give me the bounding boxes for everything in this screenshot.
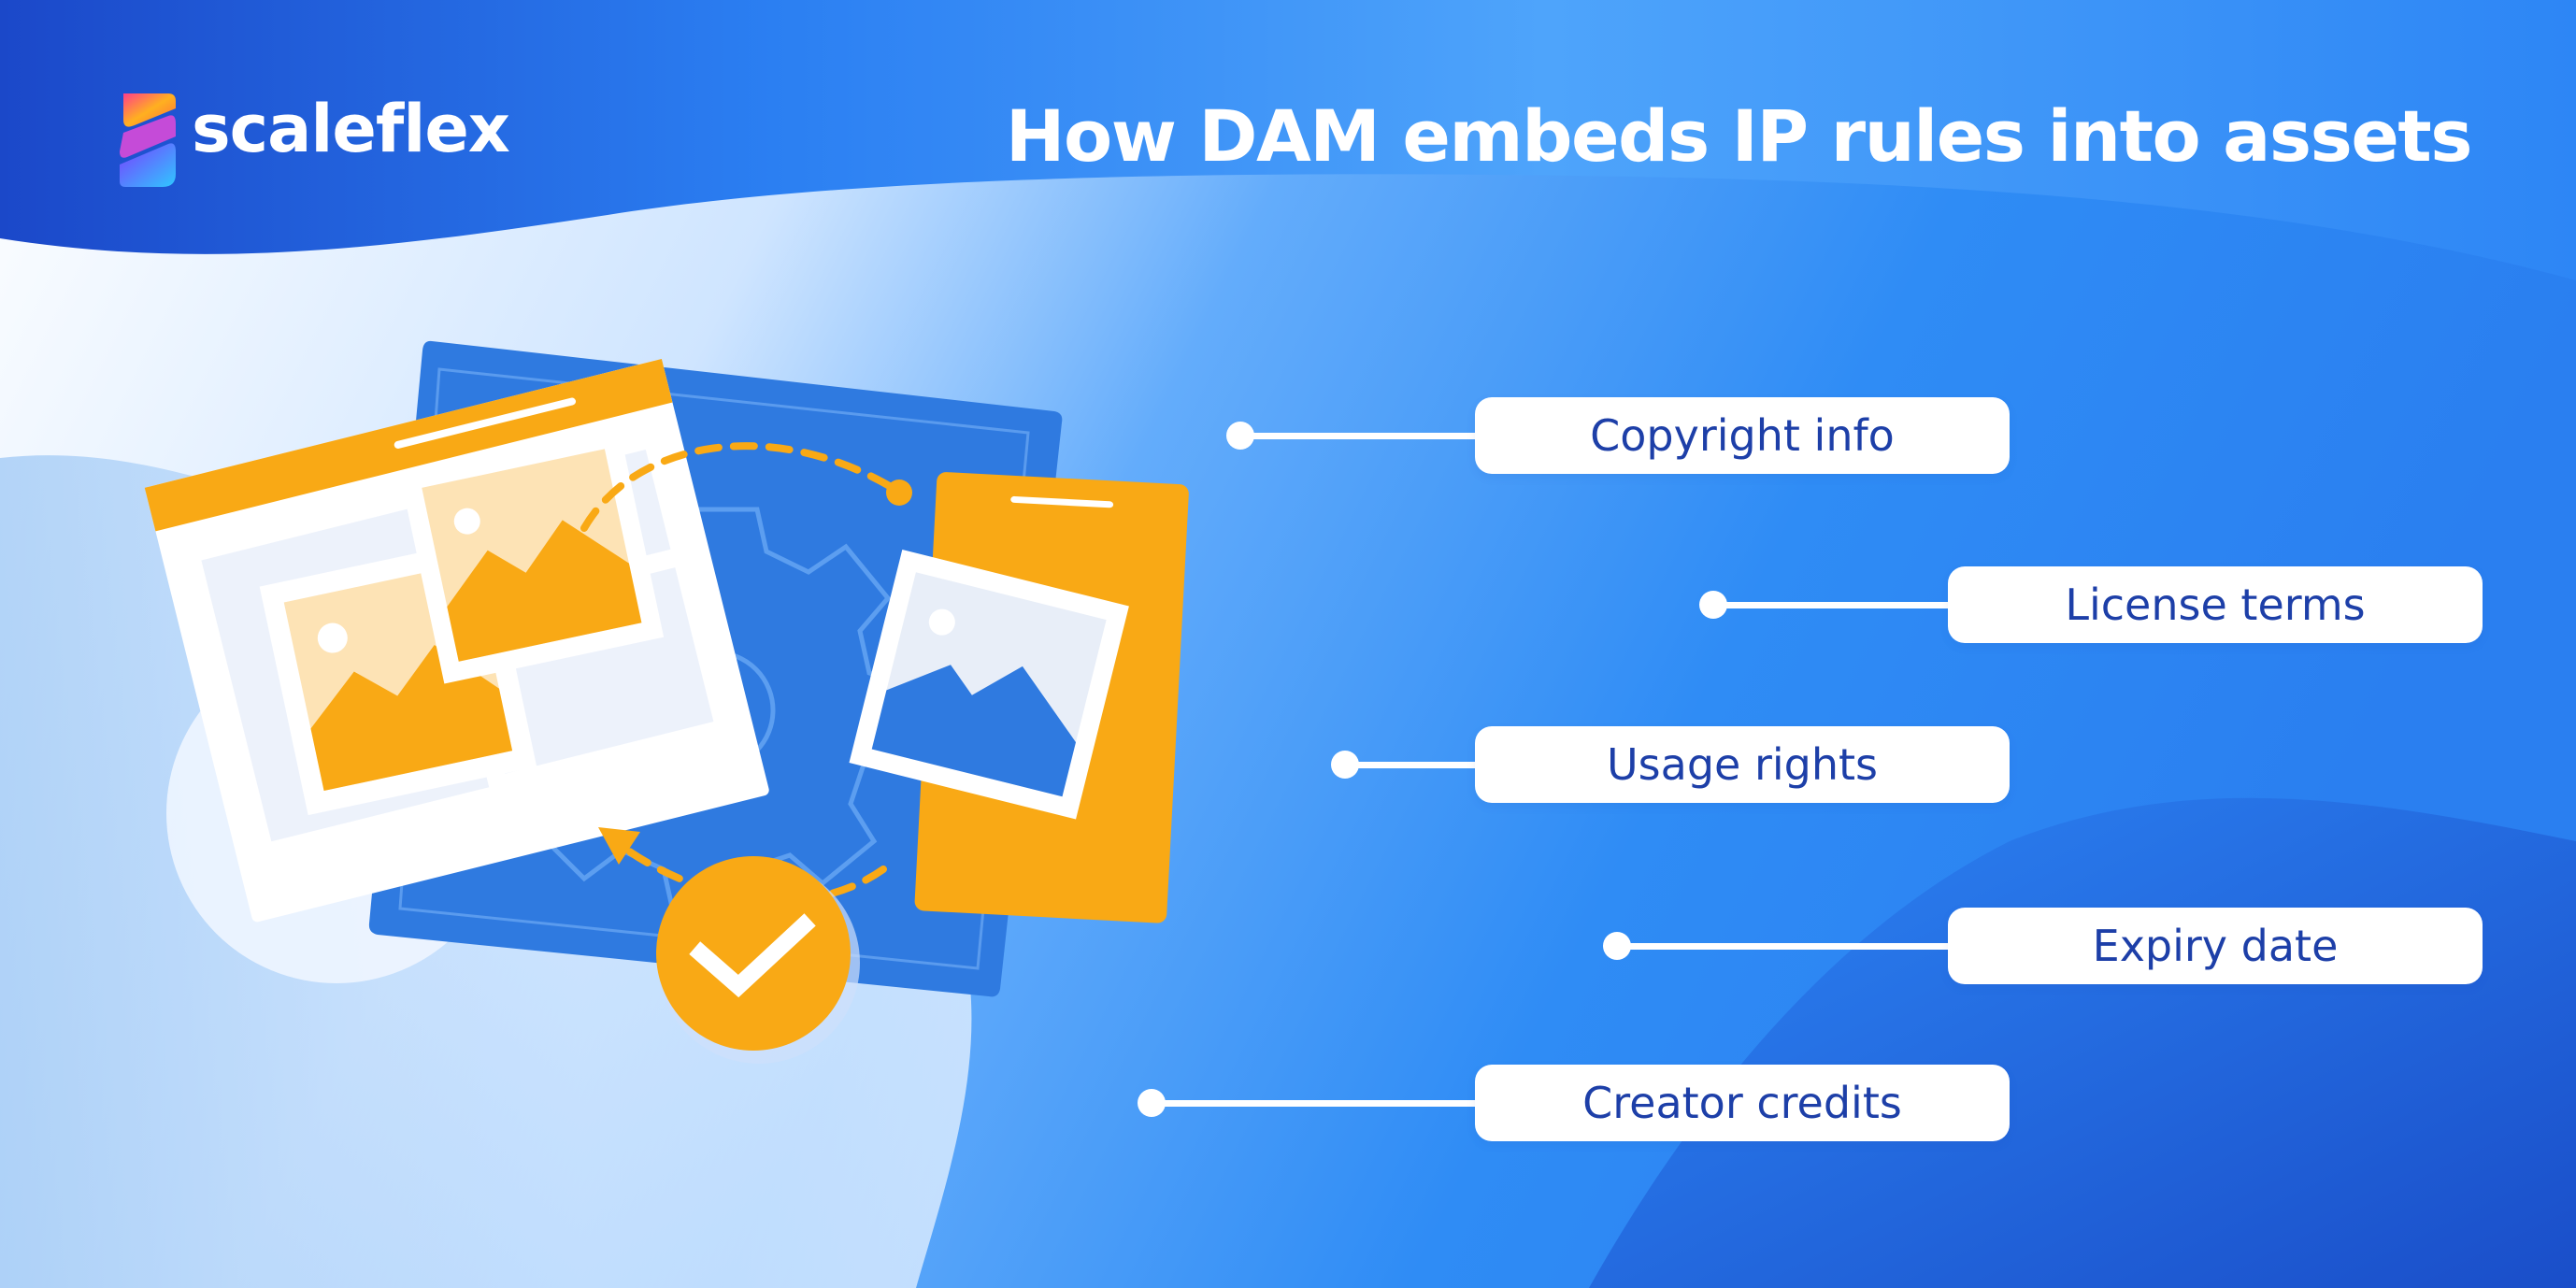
dam-illustration	[144, 340, 1189, 1064]
rule-label: Expiry date	[1948, 908, 2483, 984]
rule-label: Creator credits	[1475, 1065, 2010, 1141]
rule-label: Copyright info	[1475, 397, 2010, 474]
connector-line	[1345, 762, 1481, 768]
image-thumbnail-icon	[849, 550, 1129, 820]
rule-label: Usage rights	[1475, 726, 2010, 803]
connector-line	[1240, 433, 1481, 439]
image-thumbnail-icon	[399, 426, 665, 684]
checkmark-badge-icon	[656, 856, 860, 1064]
connector-line	[1152, 1100, 1481, 1107]
connector-line	[1617, 943, 1956, 950]
connector-line	[1713, 602, 1956, 608]
scaleflex-logo-icon	[120, 93, 176, 187]
rule-label: License terms	[1948, 566, 2483, 643]
brand-wordmark: scaleflex	[192, 91, 510, 167]
page-title: How DAM embeds IP rules into assets	[1005, 94, 2473, 178]
